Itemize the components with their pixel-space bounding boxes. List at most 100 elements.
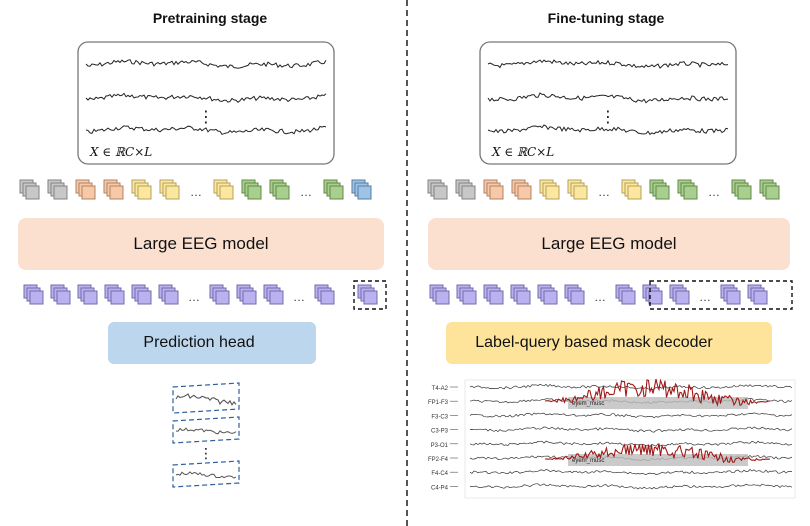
input-token — [677, 179, 698, 200]
token-layer — [165, 185, 180, 200]
channel-label: F3-C3 — [431, 414, 448, 420]
output-token — [429, 284, 450, 305]
input-token — [649, 179, 670, 200]
artifact-mask — [568, 454, 748, 466]
prediction-output — [172, 460, 240, 488]
input-token — [511, 179, 532, 200]
token-layer — [570, 290, 585, 305]
token-layer — [56, 290, 71, 305]
output-token — [456, 284, 477, 305]
output-token — [642, 284, 663, 305]
vertical-ellipsis: ⋮ — [600, 107, 616, 126]
selected-token-box — [353, 280, 387, 310]
token-layer — [363, 290, 378, 305]
output-token — [158, 284, 179, 305]
input-token — [351, 179, 372, 200]
token-layer — [489, 185, 504, 200]
input-token — [19, 179, 40, 200]
output-token — [720, 284, 741, 305]
channel-label: P3-O1 — [431, 443, 449, 449]
prediction-head-block: Prediction head — [108, 322, 316, 364]
channel-trace — [469, 440, 793, 447]
token-layer — [675, 290, 690, 305]
token-ellipsis: … — [293, 290, 305, 304]
pretraining-title: Pretraining stage — [152, 10, 268, 26]
token-layer — [648, 290, 663, 305]
token-layer — [433, 185, 448, 200]
token-layer — [435, 290, 450, 305]
prediction-box — [172, 460, 240, 488]
output-token — [314, 284, 335, 305]
signal-matrix-label: X ∈ ℝC×L — [491, 145, 554, 159]
token-layer — [516, 290, 531, 305]
token-layer — [765, 185, 780, 200]
output-token — [104, 284, 125, 305]
token-layer — [517, 185, 532, 200]
channel-label: C4-P4 — [431, 485, 449, 491]
token-layer — [489, 290, 504, 305]
output-token — [23, 284, 44, 305]
token-layer — [753, 290, 768, 305]
artifact-signal — [544, 443, 771, 464]
token-layer — [247, 185, 262, 200]
input-token — [567, 179, 588, 200]
token-layer — [137, 185, 152, 200]
output-token — [131, 284, 152, 305]
channel-label: F4-C4 — [431, 471, 448, 477]
input-token — [213, 179, 234, 200]
mask-decoder-block: Label-query based mask decoder — [446, 322, 772, 364]
input-token — [427, 179, 448, 200]
token-layer — [627, 185, 642, 200]
prediction-trace — [175, 427, 237, 435]
output-token — [236, 284, 257, 305]
output-token — [50, 284, 71, 305]
output-token — [510, 284, 531, 305]
output-token — [77, 284, 98, 305]
eeg-signal-box-left — [77, 41, 335, 165]
token-layer — [83, 290, 98, 305]
token-layer — [320, 290, 335, 305]
selected-tokens-box — [649, 280, 793, 310]
token-layer — [655, 185, 670, 200]
input-token — [269, 179, 290, 200]
token-ellipsis: … — [188, 290, 200, 304]
artifact-label: eyem_musc — [572, 458, 604, 464]
input-token — [241, 179, 262, 200]
prediction-trace — [175, 393, 237, 406]
channel-label: C3-P3 — [431, 429, 449, 435]
channel-trace — [469, 412, 793, 419]
token-layer — [621, 290, 636, 305]
output-token — [357, 284, 378, 305]
eeg-trace — [85, 125, 327, 135]
input-token — [103, 179, 124, 200]
token-layer — [462, 290, 477, 305]
channel-trace — [469, 469, 792, 475]
token-layer — [573, 185, 588, 200]
token-layer — [726, 290, 741, 305]
token-layer — [110, 290, 125, 305]
output-token — [537, 284, 558, 305]
head-label: Prediction head — [143, 334, 255, 351]
artifact-signal — [544, 378, 771, 407]
token-ellipsis: … — [300, 185, 312, 199]
input-token — [159, 179, 180, 200]
token-layer — [683, 185, 698, 200]
finetuning-title: Fine-tuning stage — [547, 10, 665, 26]
token-layer — [164, 290, 179, 305]
stage-divider — [406, 0, 408, 526]
eeg-trace — [487, 59, 729, 69]
token-layer — [81, 185, 96, 200]
token-layer — [109, 185, 124, 200]
decoder-label: Label-query based mask decoder — [475, 334, 713, 351]
eeg-trace — [85, 59, 327, 69]
output-token — [669, 284, 690, 305]
vertical-ellipsis: ⋮ — [199, 446, 213, 462]
token-ellipsis: … — [190, 185, 202, 199]
vertical-ellipsis: ⋮ — [198, 107, 214, 126]
token-ellipsis: … — [594, 290, 606, 304]
output-token — [564, 284, 585, 305]
eeg-signal-box-left — [479, 41, 737, 165]
token-ellipsis: … — [708, 185, 720, 199]
token-layer — [269, 290, 284, 305]
